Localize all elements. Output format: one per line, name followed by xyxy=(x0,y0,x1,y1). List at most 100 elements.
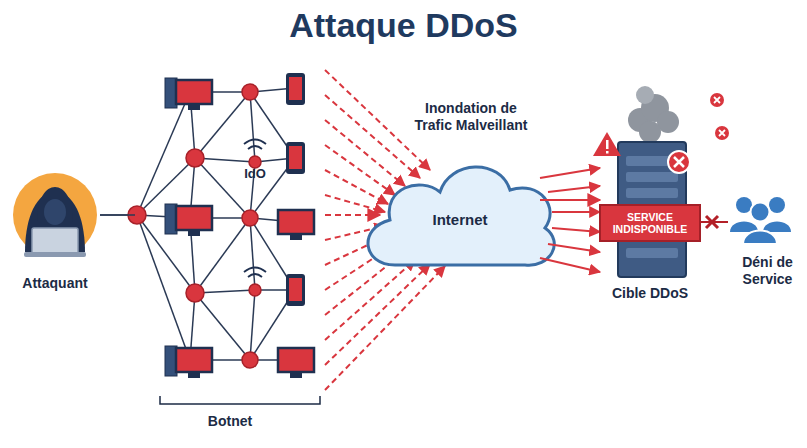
attacker-icon xyxy=(44,199,66,225)
wifi-symbol xyxy=(244,140,266,278)
smoke-cloud xyxy=(636,86,654,104)
attacker-icon xyxy=(13,173,97,257)
botnet-node-dot xyxy=(249,284,261,296)
traffic-arrow xyxy=(540,168,600,272)
error-mark xyxy=(714,97,720,103)
users-icon xyxy=(769,197,785,213)
diagram-title: Attaque DDoS xyxy=(0,6,807,45)
botnet-node-dot xyxy=(128,206,146,224)
traffic-arrow xyxy=(325,95,420,178)
botnet-node-dot xyxy=(186,149,204,167)
phone-icon xyxy=(289,146,302,169)
phone-icon xyxy=(289,77,302,100)
connector-line xyxy=(325,214,380,216)
error-mark xyxy=(719,130,725,136)
target-server: SERVICE INDISPONIBLECible DDoS xyxy=(600,140,700,302)
botnet-wire xyxy=(137,92,190,215)
traffic-arrow xyxy=(540,258,600,272)
error-mark xyxy=(674,157,684,167)
computer-icon xyxy=(165,78,314,378)
botnet-wire xyxy=(100,88,295,360)
device-label: IdO xyxy=(235,166,275,182)
users-icon xyxy=(763,222,791,233)
phone-icon xyxy=(286,274,305,306)
phone-icon xyxy=(286,73,305,105)
smoke-cloud xyxy=(628,86,679,143)
traffic-arrow xyxy=(552,211,600,213)
server-icon xyxy=(626,248,678,258)
phone-icon xyxy=(286,73,305,306)
server-icon xyxy=(626,188,678,198)
traffic-arrow xyxy=(325,266,445,390)
attacker-node: Attaquant xyxy=(10,170,100,292)
botnet-node-dot xyxy=(242,210,258,226)
users-icon xyxy=(751,203,770,222)
computer-icon xyxy=(278,210,314,234)
internet-cloud-node: Internet xyxy=(380,170,540,270)
error-mark xyxy=(668,93,729,173)
warning-sign xyxy=(606,151,609,154)
error-mark xyxy=(715,126,729,140)
traffic-arrow xyxy=(552,228,600,232)
node-label: SERVICE INDISPONIBLE xyxy=(600,206,700,240)
node-label: Botnet xyxy=(125,413,335,430)
traffic-arrow xyxy=(325,195,385,212)
botnet-bracket xyxy=(160,396,320,404)
traffic-arrow xyxy=(325,70,430,170)
warning-sign xyxy=(593,132,621,156)
computer-icon xyxy=(188,230,200,236)
traffic-arrow xyxy=(540,168,600,178)
traffic-arrow xyxy=(548,244,600,252)
computer-icon xyxy=(278,348,314,372)
computer-icon xyxy=(176,348,212,372)
edge-label: Inondation de Trafic Malveillant xyxy=(405,100,537,134)
connector-line xyxy=(100,214,135,216)
computer-icon xyxy=(188,104,200,110)
botnet-wire xyxy=(250,218,255,290)
connector-line xyxy=(700,221,728,223)
computer-icon xyxy=(290,372,302,378)
users-icon xyxy=(730,197,791,244)
server-icon xyxy=(600,142,700,277)
traffic-arrow xyxy=(325,170,388,204)
botnet-node-dot xyxy=(242,352,258,368)
botnet-wire xyxy=(137,215,190,360)
traffic-arrow xyxy=(325,264,430,365)
computer-icon xyxy=(176,80,212,104)
attacker-icon xyxy=(32,228,78,254)
attacker-icon xyxy=(13,173,97,257)
phone-icon xyxy=(286,142,305,174)
botnet-node-dot xyxy=(186,284,204,302)
warning-sign xyxy=(593,132,621,156)
botnet-wire xyxy=(250,290,255,360)
wifi-symbol xyxy=(244,268,266,273)
connector-line xyxy=(540,199,600,201)
computer-icon xyxy=(176,206,212,230)
botnet-node-dot xyxy=(128,84,261,368)
phone-icon xyxy=(289,278,302,301)
users-node: Déni de Service xyxy=(728,188,807,288)
node-label: Déni de Service xyxy=(718,254,807,288)
error-mark xyxy=(710,93,724,107)
traffic-arrow xyxy=(548,186,600,192)
wifi-symbol xyxy=(244,140,266,145)
botnet-wire xyxy=(250,92,255,162)
node-label: Internet xyxy=(380,170,540,270)
computer-icon xyxy=(290,234,302,240)
server-icon xyxy=(600,205,700,241)
server-icon xyxy=(626,172,678,182)
node-caption: Cible DDoS xyxy=(590,285,710,302)
blocked-mark xyxy=(706,216,718,228)
wifi-symbol xyxy=(248,274,262,277)
node-label: Attaquant xyxy=(0,275,110,292)
users-icon xyxy=(743,231,777,245)
warning-sign xyxy=(606,140,609,149)
botnet-group: Botnet xyxy=(135,62,325,430)
smoke-cloud xyxy=(639,121,661,143)
botnet-node-dot xyxy=(242,84,258,100)
attacker-icon xyxy=(24,252,86,257)
computer-icon xyxy=(188,372,200,378)
traffic-arrow xyxy=(325,260,415,340)
error-mark xyxy=(668,151,690,173)
